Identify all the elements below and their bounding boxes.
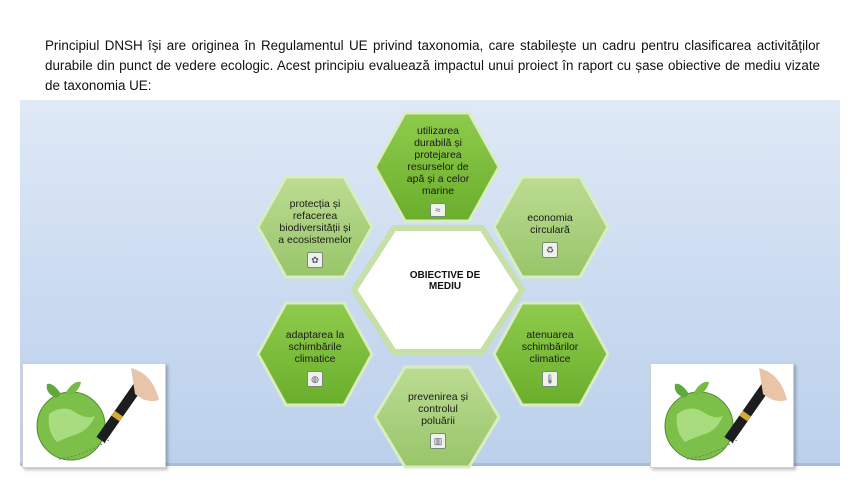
globe-pen-illustration — [664, 368, 787, 461]
objective-biodiversity: protecția și refacerea biodiversității ș… — [262, 190, 368, 276]
center-label: OBIECTIVE DE MEDIU — [409, 270, 481, 292]
hexagon-mitigation — [492, 301, 610, 407]
intro-paragraph: Principiul DNSH își are originea în Regu… — [45, 38, 820, 93]
water-icon: ≈ — [430, 203, 446, 217]
hexagon-circular — [492, 175, 610, 279]
objective-pollution: prevenirea și controlul poluării ▥ — [389, 378, 487, 462]
factory-icon: ▥ — [430, 433, 446, 449]
hexagon-center — [350, 225, 526, 355]
objective-adaptation: adaptarea la schimbările climatice ◍ — [270, 318, 360, 398]
hexagon-biodiversity — [256, 175, 374, 279]
thermometer-icon: 🌡 — [542, 371, 558, 387]
recycle-icon: ♻ — [542, 242, 558, 258]
hexagon-adaptation — [256, 301, 374, 407]
globe-pen-image-left — [22, 363, 166, 468]
plant-icon: ✿ — [307, 252, 323, 268]
globe-pen-illustration — [36, 368, 159, 461]
hexagon-water — [373, 111, 501, 223]
objective-mitigation: atenuarea schimbărilor climatice 🌡 — [506, 318, 594, 398]
globe-icon: ◍ — [307, 371, 323, 387]
objective-circular: economia circulară ♻ — [506, 200, 594, 270]
hexagon-pollution — [373, 365, 501, 469]
globe-pen-image-right — [650, 363, 794, 468]
objective-water: utilizarea durabilă și protejarea resurs… — [406, 125, 470, 217]
